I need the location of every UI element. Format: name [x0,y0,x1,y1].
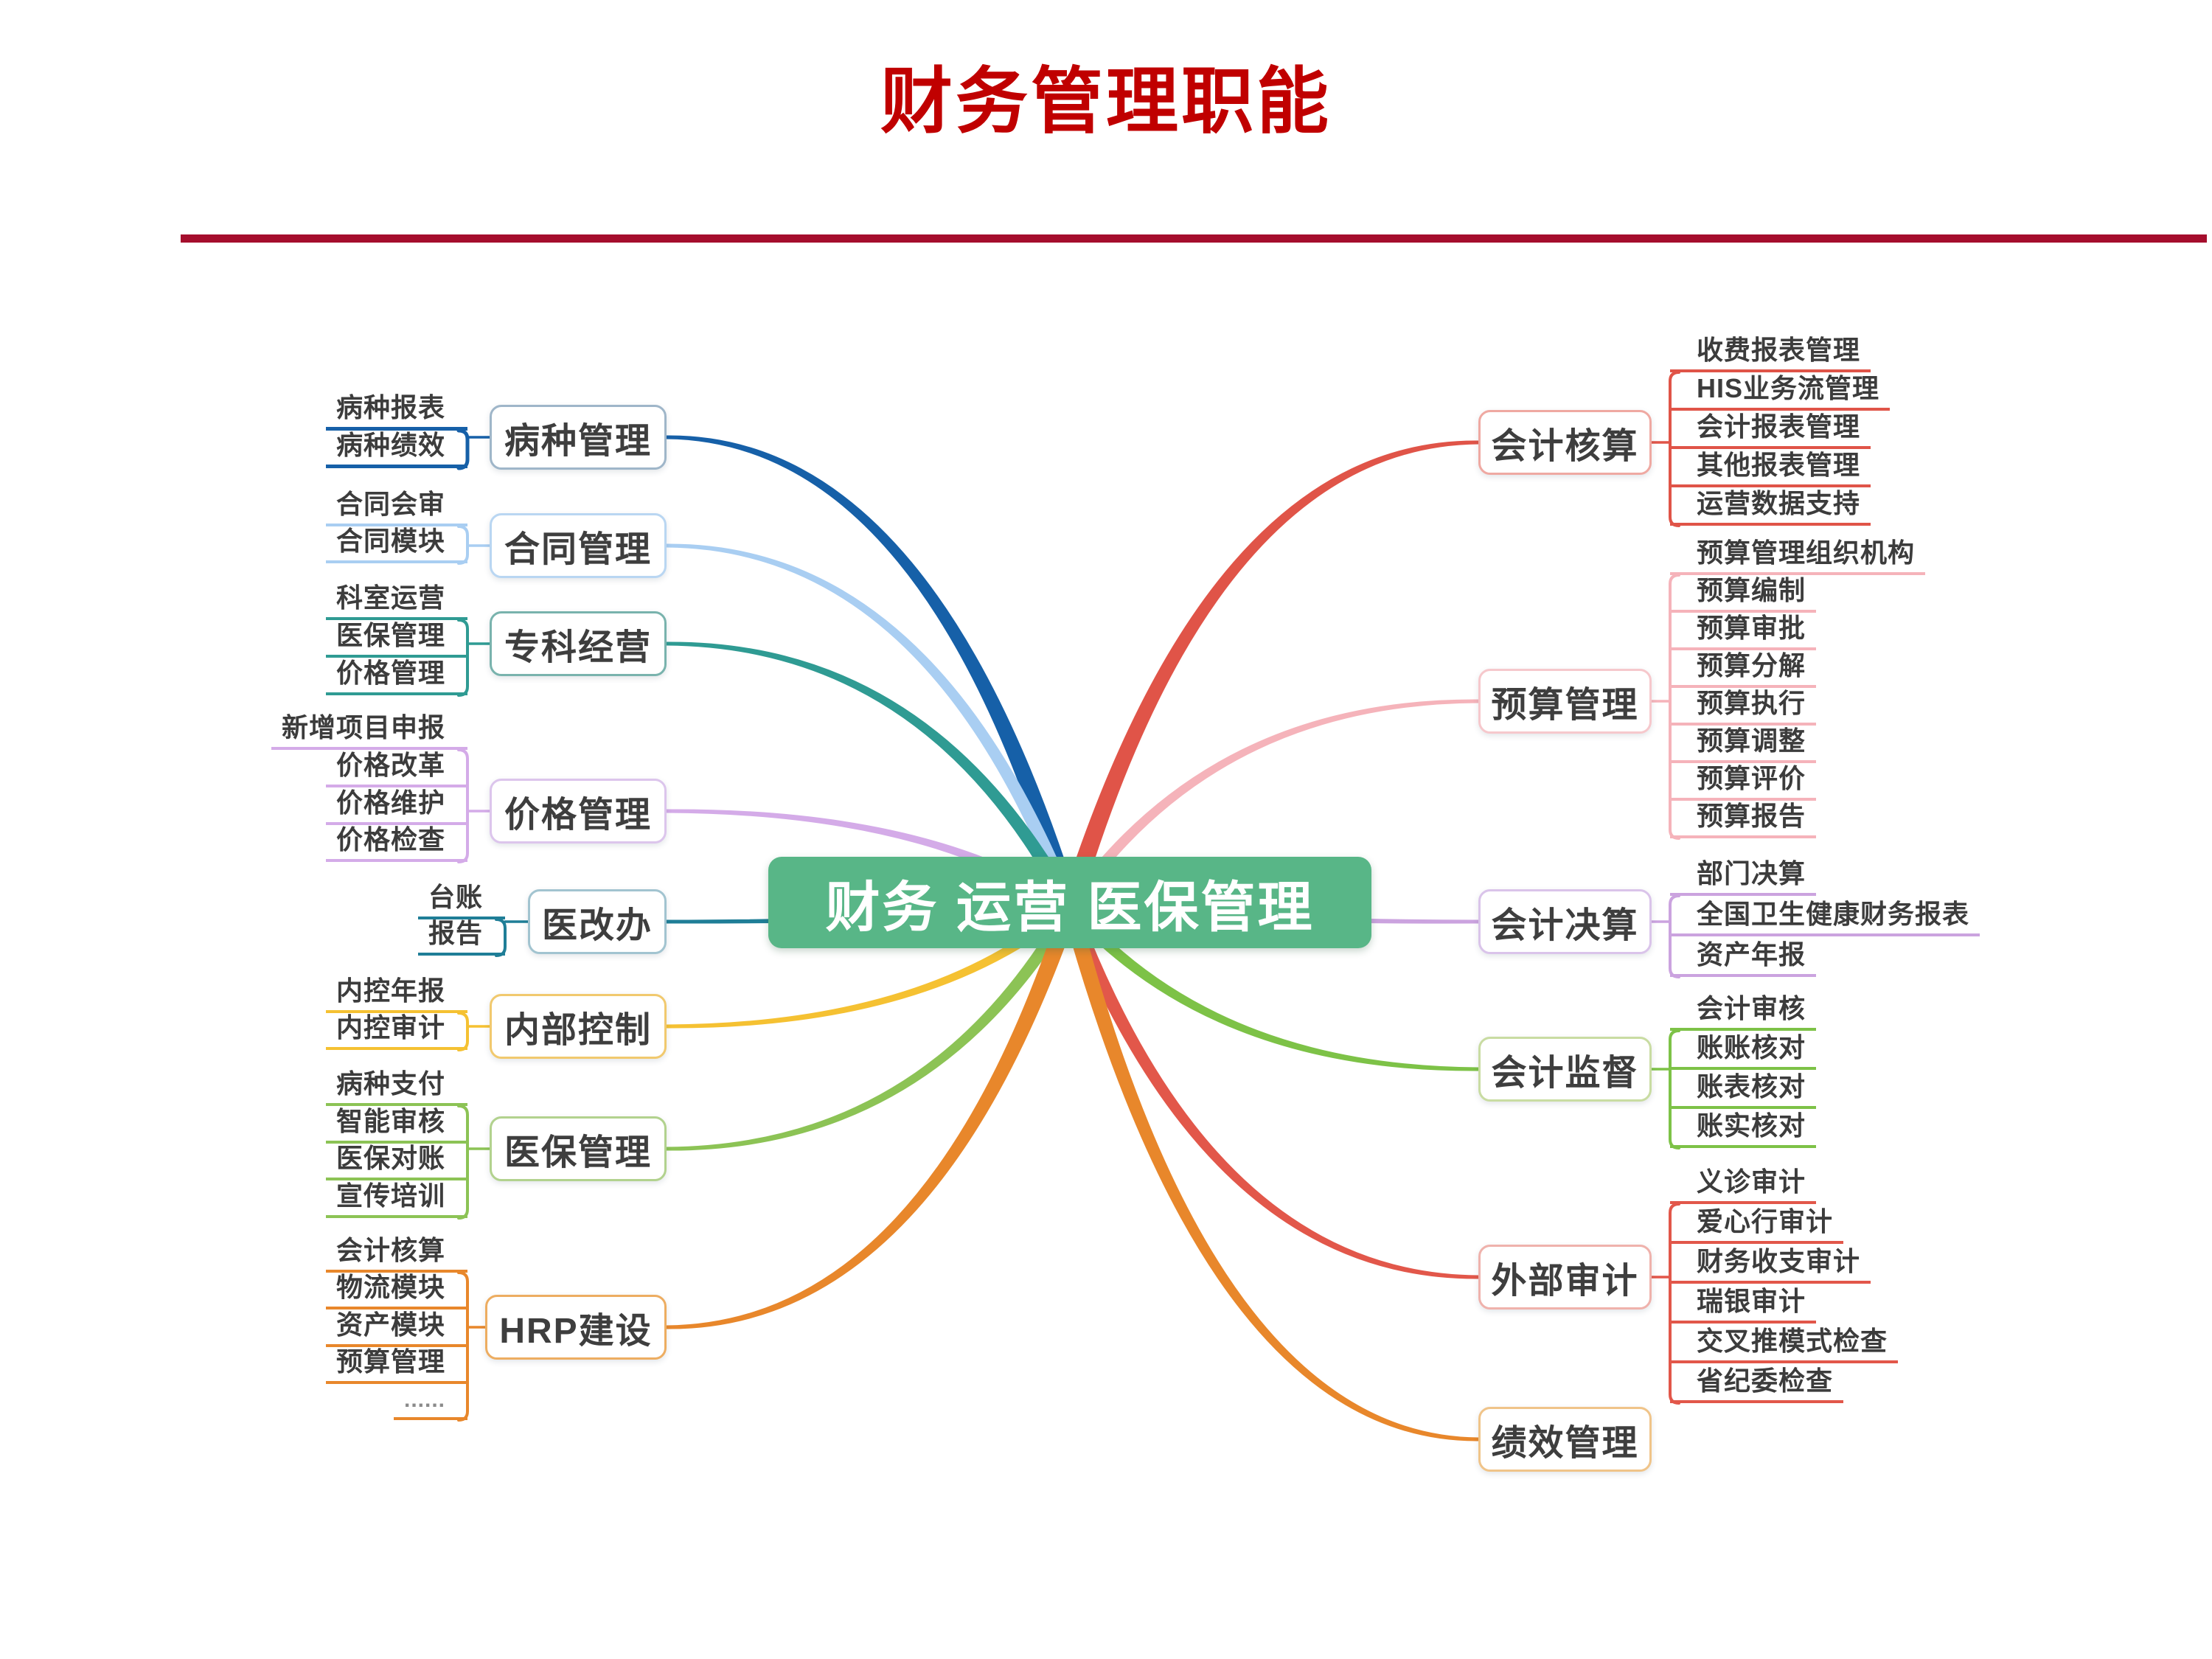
child-topic-label[interactable]: 其他报表管理 [1670,449,1871,487]
child-topic-label[interactable]: 病种支付 [325,1068,467,1106]
child-topic-label[interactable]: 预算评价 [1670,762,1817,801]
child-topic-label[interactable]: 智能审核 [325,1105,467,1144]
child-topic-label[interactable]: 义诊审计 [1670,1166,1817,1204]
child-topic-label[interactable]: HIS业务流管理 [1670,372,1891,411]
title-divider [181,234,2207,243]
child-topic-label[interactable]: 医保管理 [325,619,467,658]
central-topic-node[interactable]: 财务 运营 医保管理 [768,857,1371,948]
child-topic-label[interactable]: 交叉推模式检查 [1670,1325,1899,1363]
child-topic-label[interactable]: 预算分解 [1670,650,1817,688]
child-topic-label[interactable]: 价格改革 [325,749,467,787]
left-branch-3-node[interactable]: 价格管理 [490,779,667,844]
child-topic-label[interactable]: 资产年报 [1670,939,1817,977]
child-topic-label[interactable]: 资产模块 [325,1309,467,1347]
child-topic-label[interactable]: 爱心行审计 [1670,1206,1844,1244]
child-topic-label[interactable]: 科室运营 [325,582,467,620]
child-topic-label[interactable]: 瑞银审计 [1670,1285,1817,1324]
left-branch-7-curve [667,904,1079,1329]
right-branch-3-node[interactable]: 会计监督 [1478,1037,1652,1102]
child-topic-label[interactable]: 账账核对 [1670,1032,1817,1070]
child-topic-label[interactable]: 合同模块 [325,525,467,563]
child-topic-label[interactable]: 内控审计 [325,1012,467,1050]
child-topic-label[interactable]: 价格维护 [325,787,467,825]
child-topic-label[interactable]: 合同会审 [325,488,467,526]
child-topic-label[interactable]: 物流模块 [325,1271,467,1310]
child-topic-label[interactable]: 账表核对 [1670,1071,1817,1109]
child-topic-label[interactable]: 宣传培训 [325,1180,467,1218]
child-topic-label[interactable]: 预算执行 [1670,687,1817,726]
right-branch-4-node[interactable]: 外部审计 [1478,1245,1652,1310]
child-topic-label[interactable]: 价格管理 [325,657,467,695]
child-topic-label[interactable]: 预算管理 [325,1346,467,1384]
right-branch-1-curve [1065,699,1478,911]
child-topic-label[interactable]: 预算审批 [1670,612,1817,650]
child-topic-label[interactable]: 收费报表管理 [1670,334,1871,372]
right-branch-2-node[interactable]: 会计决算 [1478,889,1652,954]
right-branch-5-curve [1062,905,1478,1441]
right-branch-1-node[interactable]: 预算管理 [1478,669,1652,734]
child-topic-label[interactable]: 部门决算 [1670,858,1817,896]
left-branch-5-node[interactable]: 内部控制 [490,994,667,1059]
child-topic-label[interactable]: 预算调整 [1670,725,1817,763]
left-branch-1-curve [667,543,1077,910]
left-branch-1-node[interactable]: 合同管理 [490,513,667,578]
right-branch-0-node[interactable]: 会计核算 [1478,410,1652,475]
child-topic-label[interactable]: 会计核算 [325,1234,467,1273]
child-topic-label[interactable]: 全国卫生健康财务报表 [1670,898,1980,936]
child-topic-label[interactable]: 报告 [417,917,505,956]
child-topic-label[interactable]: 台账 [417,881,505,919]
left-branch-2-node[interactable]: 专科经营 [490,611,667,676]
right-branch-3-curve [1065,902,1478,1071]
left-branch-0-node[interactable]: 病种管理 [490,405,667,470]
child-topic-label[interactable]: 会计报表管理 [1670,411,1871,449]
child-topic-label[interactable]: 内控年报 [325,975,467,1013]
right-branch-4-curve [1062,904,1478,1279]
child-topic-label[interactable]: 新增项目申报 [271,712,467,750]
page-title: 财务管理职能 [880,60,1332,142]
left-branch-6-curve [667,903,1076,1151]
child-topic-label[interactable]: 医保对账 [325,1142,467,1180]
left-branch-6-node[interactable]: 医保管理 [490,1116,667,1181]
child-topic-label[interactable]: 病种绩效 [325,430,467,468]
left-branch-3-curve [667,809,1073,911]
child-topic-label[interactable]: ...... [393,1382,467,1420]
left-branch-5-curve [667,902,1074,1029]
child-topic-label[interactable]: 预算编制 [1670,574,1817,613]
left-branch-7-node[interactable]: HRP建设 [485,1295,667,1360]
child-topic-label[interactable]: 运营数据支持 [1670,487,1871,526]
child-topic-label[interactable]: 预算管理组织机构 [1670,537,1926,575]
child-topic-label[interactable]: 病种报表 [325,392,467,431]
child-topic-label[interactable]: 价格检查 [325,824,467,862]
child-topic-label[interactable]: 省纪委检查 [1670,1365,1844,1403]
child-topic-label[interactable]: 账实核对 [1670,1110,1817,1148]
right-branch-0-curve [1060,440,1478,910]
right-branch-5-node[interactable]: 绩效管理 [1478,1407,1652,1472]
child-topic-label[interactable]: 财务收支审计 [1670,1245,1871,1284]
left-branch-2-curve [667,641,1077,911]
child-topic-label[interactable]: 会计审核 [1670,992,1817,1031]
child-topic-label[interactable]: 预算报告 [1670,800,1817,838]
left-branch-4-node[interactable]: 医改办 [528,889,667,954]
left-branch-0-curve [667,435,1079,910]
